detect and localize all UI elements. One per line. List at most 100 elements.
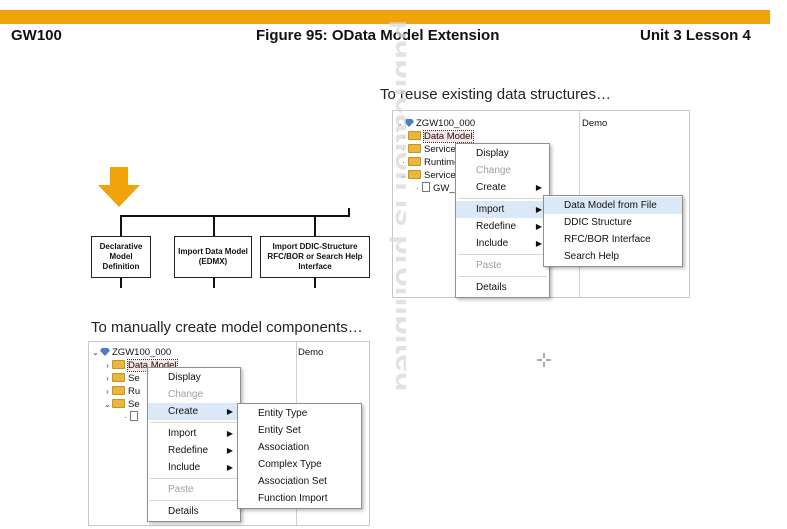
collapse-icon[interactable]: ⌄ [400, 171, 407, 180]
tree-item-data-model[interactable]: ›Data Model [91, 359, 178, 372]
tree-item-runtime[interactable]: ·Runtime [402, 157, 460, 168]
submenu-item-ddic-structure[interactable]: DDIC Structure [564, 217, 632, 228]
project-icon [404, 119, 414, 127]
menu-item-create[interactable]: Create▶ [148, 403, 240, 420]
expand-icon[interactable]: › [106, 387, 109, 396]
unit-lesson: Unit 3 Lesson 4 [640, 27, 751, 44]
submenu-item-entity-type[interactable]: Entity Type [258, 408, 308, 419]
menu-item-label: Redefine [168, 445, 209, 456]
menu-item-paste[interactable]: Paste [476, 260, 502, 271]
expand-icon[interactable]: › [402, 132, 405, 141]
menu-item-details[interactable]: Details [476, 282, 507, 293]
folder-icon [408, 131, 421, 140]
folder-open-icon [408, 170, 421, 179]
tree-item-label: Service [424, 170, 456, 181]
menu-separator [150, 478, 238, 479]
top-context-menu: Display Change Create▶ Import▶ Redefine▶… [455, 143, 550, 298]
tree-root-label: ZGW100_000 [112, 347, 172, 358]
box-declarative-model: Declarative Model Definition [91, 236, 151, 278]
box-import-edmx: Import Data Model (EDMX) [174, 236, 252, 278]
menu-item-create[interactable]: Create▶ [456, 179, 549, 196]
tree-item-service-2[interactable]: ⌄ Service [395, 169, 475, 182]
tree-item-gw[interactable]: ·GW_ [416, 182, 455, 194]
menu-item-change[interactable]: Change [476, 165, 512, 176]
submenu-item-association[interactable]: Association [258, 442, 310, 453]
document-icon [422, 182, 430, 192]
top-import-submenu: Data Model from File DDIC Structure RFC/… [543, 195, 683, 267]
tree-item-document[interactable]: · [91, 411, 177, 424]
menu-item-display[interactable]: Display [168, 372, 201, 383]
tree-item-label: Se [128, 399, 140, 410]
submenu-item-entity-set[interactable]: Entity Set [258, 425, 301, 436]
menu-item-label: Import [476, 204, 505, 215]
expand-icon[interactable]: › [106, 361, 109, 370]
figure-title: Figure 95: OData Model Extension [256, 27, 500, 44]
menu-item-redefine[interactable]: Redefine▶ [456, 218, 549, 235]
tree-item-label: Service [424, 144, 456, 155]
menu-item-label: Include [168, 462, 201, 473]
connector-stub [348, 208, 350, 217]
submenu-arrow-icon: ▶ [535, 183, 542, 192]
submenu-arrow-icon: ▶ [226, 446, 233, 455]
submenu-arrow-icon: ▶ [226, 429, 233, 438]
menu-item-display[interactable]: Display [476, 148, 509, 159]
box-import-ddic: Import DDIC-Structure RFC/BOR or Search … [260, 236, 370, 278]
submenu-item-rfc-bor-interface[interactable]: RFC/BOR Interface [564, 234, 651, 245]
watermark-text: publication is prohibited [389, 20, 406, 392]
submenu-arrow-icon: ▶ [226, 463, 233, 472]
course-code: GW100 [11, 27, 62, 44]
submenu-item-complex-type[interactable]: Complex Type [258, 459, 322, 470]
menu-item-details[interactable]: Details [168, 506, 199, 517]
menu-item-label: Include [476, 238, 509, 249]
menu-separator [458, 276, 547, 277]
submenu-item-data-model-from-file[interactable]: Data Model from File [544, 197, 682, 214]
connector-down-2 [213, 278, 215, 288]
menu-item-label: Import [168, 428, 197, 439]
folder-icon [112, 373, 125, 382]
menu-item-label: Redefine [476, 221, 517, 232]
document-icon [130, 411, 138, 421]
project-icon [100, 348, 110, 356]
submenu-item-function-import[interactable]: Function Import [258, 493, 328, 504]
tree-root-label: ZGW100_000 [416, 118, 476, 129]
menu-item-change[interactable]: Change [168, 389, 204, 400]
menu-item-paste[interactable]: Paste [168, 484, 194, 495]
expand-icon[interactable]: › [106, 374, 109, 383]
collapse-icon[interactable]: ⌄ [104, 400, 111, 409]
collapse-icon[interactable]: ⌄ [92, 348, 99, 357]
connector-down-3 [314, 278, 316, 288]
connector-horizontal [120, 215, 349, 217]
menu-separator [150, 500, 238, 501]
tree-item-data-model[interactable]: ›Data Model [395, 130, 475, 143]
menu-separator [150, 422, 238, 423]
menu-item-include[interactable]: Include ▶ [148, 459, 240, 476]
folder-icon [112, 360, 125, 369]
tree-root[interactable]: ⌄ ZGW100_000 [395, 117, 475, 130]
header-accent-bar [0, 10, 770, 24]
collapse-icon[interactable]: ⌄ [396, 119, 403, 128]
menu-separator [458, 254, 547, 255]
tree-item-service-2[interactable]: ⌄ Se [91, 398, 177, 411]
menu-item-import[interactable]: Import ▶ [456, 201, 549, 218]
submenu-arrow-icon: ▶ [226, 407, 233, 416]
bottom-create-submenu: Entity Type Entity Set Association Compl… [237, 403, 362, 509]
bottom-caption: To manually create model components… [91, 319, 363, 336]
folder-icon [112, 386, 125, 395]
tree-item-runtime[interactable]: ›Ru [91, 385, 177, 398]
tree-item-service[interactable]: › Se [91, 372, 177, 385]
submenu-item-search-help[interactable]: Search Help [564, 251, 620, 262]
watermark: publication is prohibited [366, 20, 425, 515]
menu-item-redefine[interactable]: Redefine ▶ [148, 442, 240, 459]
connector-3 [314, 215, 316, 237]
folder-open-icon [112, 399, 125, 408]
menu-item-include[interactable]: Include▶ [456, 235, 549, 252]
column-header-demo: Demo [582, 118, 608, 129]
bottom-context-menu: Display Change Create▶ Import ▶ Redefine ▶… [147, 367, 241, 522]
connector-2 [213, 215, 215, 237]
menu-item-import[interactable]: Import ▶ [148, 425, 240, 442]
submenu-item-association-set[interactable]: Association Set [258, 476, 327, 487]
tree-item-service[interactable]: ·Service [402, 144, 456, 155]
tree-item-label: Se [128, 373, 140, 384]
submenu-arrow-icon: ▶ [535, 205, 542, 214]
tree-root[interactable]: ⌄ ZGW100_000 [91, 346, 177, 359]
